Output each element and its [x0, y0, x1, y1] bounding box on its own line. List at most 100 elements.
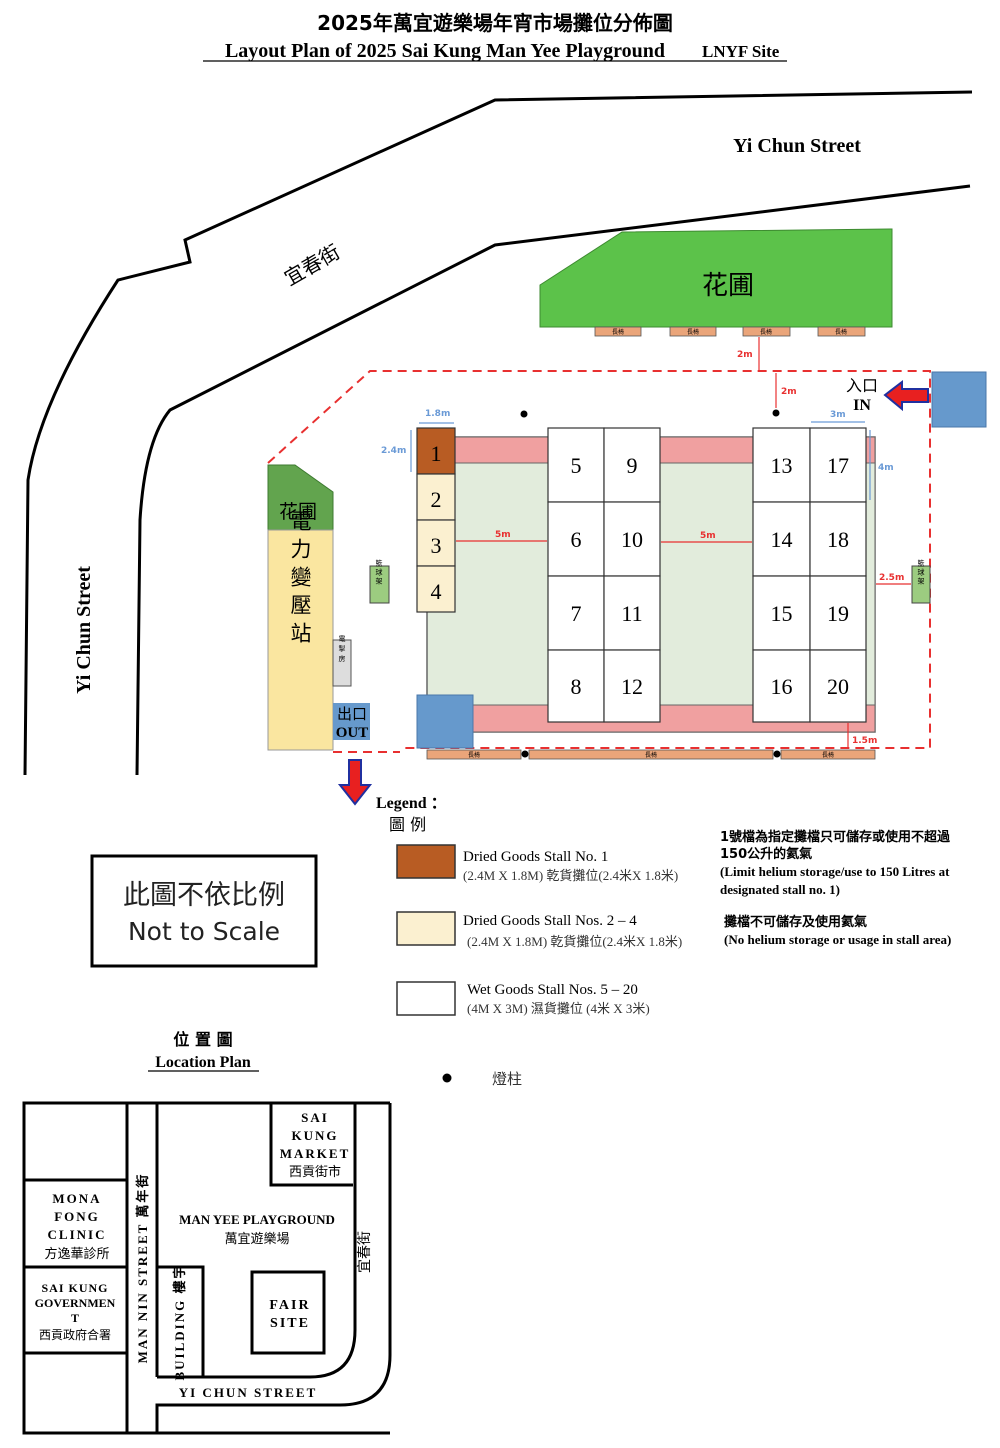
- clinic-label: FONG: [54, 1209, 100, 1224]
- legend-item-size: (4M X 3M) 濕貨攤位 (4米 X 3米): [467, 1001, 650, 1016]
- government-label: GOVERNMEN: [35, 1296, 116, 1310]
- exit-arrow-icon: [337, 759, 373, 806]
- transformer-station: [267, 529, 334, 751]
- market-label: KUNG: [292, 1128, 339, 1143]
- location-map: [22, 1101, 392, 1435]
- dry-stalls: 1 2 3 4: [416, 427, 456, 613]
- stall-20[interactable]: [809, 649, 867, 723]
- switch-room: [332, 639, 352, 687]
- bench: [780, 749, 876, 760]
- road-label-top: Yi Chun Street: [733, 135, 861, 157]
- stall-3[interactable]: [416, 519, 456, 567]
- stall-7[interactable]: [547, 575, 605, 651]
- government-label: 西貢政府合署: [39, 1327, 111, 1342]
- building-label: BUILDING 樓宇: [172, 1264, 187, 1381]
- dim-5m-a: 5m: [495, 530, 511, 540]
- market-label: SAI: [301, 1110, 329, 1125]
- stall-13[interactable]: [752, 427, 811, 503]
- dim-1-8m: 1.8m: [425, 409, 450, 419]
- stall-number: 12: [621, 674, 643, 699]
- title-en-suffix: LNYF Site: [702, 42, 780, 61]
- stall-18[interactable]: [809, 501, 867, 577]
- bench: [528, 749, 774, 760]
- road-inner-edge: [135, 184, 971, 776]
- helium-notes: 1號檔為指定攤檔只可儲存或使用不超過 150公升的氦氣 (Limit heliu…: [720, 829, 951, 947]
- bench-label: 長椅: [468, 751, 480, 759]
- entrance-label-zh: 入口: [846, 376, 878, 395]
- clinic-label: CLINIC: [48, 1227, 107, 1242]
- entrance-label-en: IN: [853, 397, 871, 414]
- bench: [669, 326, 717, 337]
- stall-5[interactable]: [547, 427, 605, 503]
- switch-room-label: 電掣房: [338, 635, 346, 665]
- fair-site-label: FAIR: [269, 1298, 310, 1313]
- clinic-label: 方逸華診所: [44, 1246, 109, 1262]
- stall-number: 10: [621, 527, 643, 552]
- exit-area: [333, 703, 370, 740]
- yi-chun-street-zh-label: 宜春街: [357, 1231, 373, 1273]
- legend-lamp-post-label: 燈柱: [492, 1070, 522, 1088]
- stall-number: 3: [431, 533, 442, 558]
- legend-item-label: Dried Goods Stall No. 1: [463, 849, 608, 865]
- note-1-zh: 1號檔為指定攤檔只可儲存或使用不超過: [720, 829, 951, 845]
- stall-number: 13: [771, 453, 793, 478]
- entrance-arrow-icon: [883, 379, 929, 412]
- stall-11[interactable]: [603, 575, 661, 651]
- title-en: Layout Plan of 2025 Sai Kung Man Yee Pla…: [225, 40, 665, 62]
- stall-14[interactable]: [752, 501, 811, 577]
- dim-2-4m: 2.4m: [381, 446, 406, 456]
- stall-number: 15: [771, 601, 793, 626]
- stall-number: 4: [431, 579, 442, 604]
- transformer-label: 電力變壓站: [288, 510, 312, 650]
- legend-swatch-dry: [396, 911, 456, 946]
- garden-left-label: 花圃: [279, 501, 317, 523]
- road-label-diagonal: 宜春街: [280, 240, 344, 291]
- stall-19[interactable]: [809, 575, 867, 651]
- legend-item-label: Wet Goods Stall Nos. 5 – 20: [467, 982, 638, 998]
- man-nin-street-label: MAN NIN STREET 萬年街: [135, 1173, 150, 1364]
- stall-1[interactable]: [416, 427, 456, 475]
- stall-4[interactable]: [416, 565, 456, 613]
- market-label: MARKET: [280, 1146, 351, 1161]
- stall-number: 1: [431, 441, 442, 466]
- title-zh: 2025年萬宜遊樂場年宵市場攤位分佈圖: [317, 11, 673, 35]
- dim-2m-a: 2m: [737, 350, 753, 360]
- legend-lamp-post-icon: [442, 1073, 452, 1083]
- stall-number: 2: [431, 487, 442, 512]
- road-label-left: Yi Chun Street: [73, 566, 95, 694]
- government-label: SAI KUNG: [41, 1281, 108, 1295]
- blue-area-bottom-left: [416, 694, 474, 749]
- dim-2-5m: 2.5m: [879, 573, 904, 583]
- not-to-scale-box: [90, 854, 318, 968]
- bench: [594, 326, 642, 337]
- bench: [426, 749, 522, 760]
- bench-label: 長椅: [835, 328, 847, 336]
- stall-2[interactable]: [416, 473, 456, 521]
- legend-item-label: Dried Goods Stall Nos. 2 – 4: [463, 913, 637, 929]
- site-boundary: [267, 370, 931, 749]
- clinic-label: MONA: [52, 1191, 101, 1206]
- stall-number: 6: [571, 527, 582, 552]
- stall-number: 19: [827, 601, 849, 626]
- stall-10[interactable]: [603, 501, 661, 577]
- dimensions: 2m 2m 1.8m 2.4m 5m 5m 3m 4m 2.5m 1.5m: [381, 337, 911, 748]
- benches-top: 長椅 長椅 長椅 長椅: [594, 326, 866, 337]
- road-outer-edge: [23, 90, 973, 776]
- stall-number: 20: [827, 674, 849, 699]
- stall-8[interactable]: [547, 649, 605, 723]
- dim-1-5m: 1.5m: [852, 736, 877, 746]
- bench-label: 長椅: [687, 328, 699, 336]
- stall-12[interactable]: [603, 649, 661, 723]
- not-to-scale-zh: 此圖不依比例: [123, 880, 285, 911]
- not-to-scale-en: Not to Scale: [128, 917, 280, 946]
- basketball-stand-label: 籃球架: [375, 559, 383, 587]
- stall-number: 17: [827, 453, 849, 478]
- exit-label-en: OUT: [336, 725, 369, 741]
- stall-9[interactable]: [603, 427, 661, 503]
- stall-6[interactable]: [547, 501, 605, 577]
- location-plan-title-zh: 位 置 圖: [173, 1030, 232, 1049]
- stall-number: 14: [771, 527, 793, 552]
- lamp-post-icon: [773, 750, 781, 758]
- dim-2m-b: 2m: [781, 387, 797, 397]
- playground-label-zh: 萬宜遊樂場: [224, 1231, 289, 1247]
